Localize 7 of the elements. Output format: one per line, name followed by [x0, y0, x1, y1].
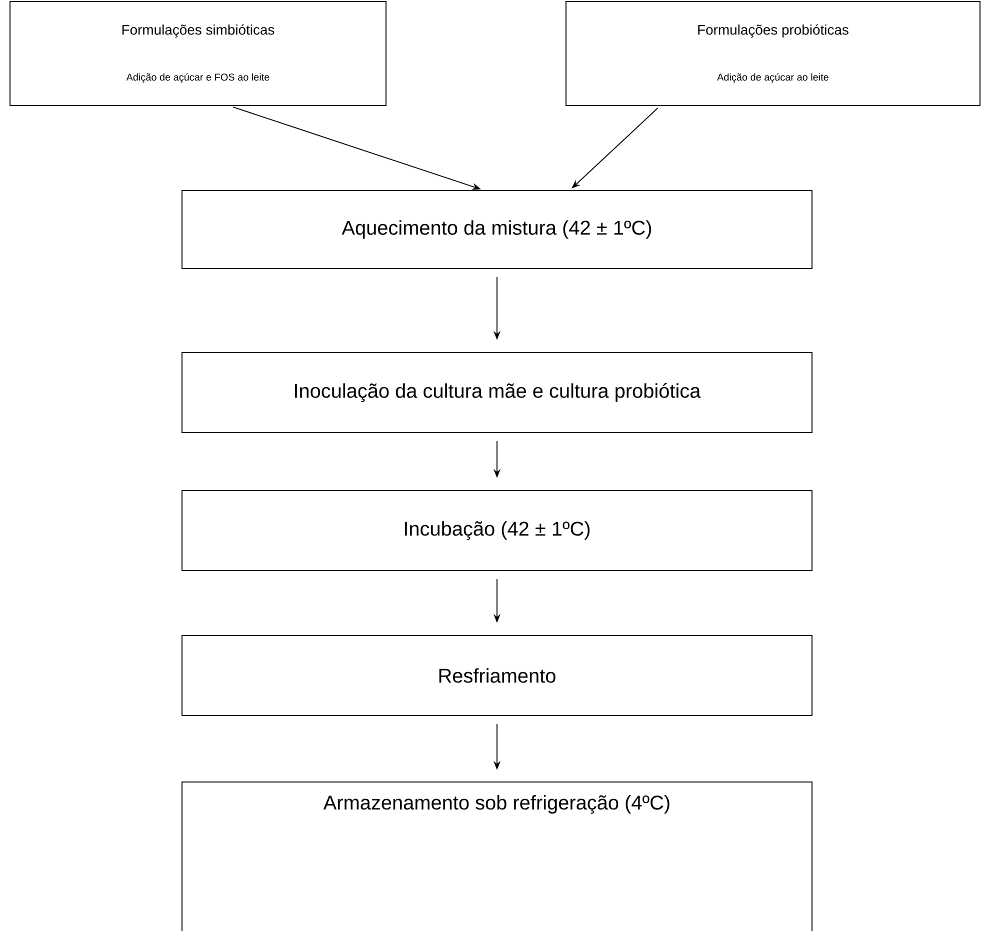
process-box: Inoculação da cultura mãe e cultura probiótica	[182, 352, 812, 433]
process-box: Formulações simbióticas Adição de açúcar e FOS ao leite	[10, 1, 386, 106]
process-box: Incubação (42 ± 1ºC)	[182, 490, 812, 571]
process-box: Formulações probióticas Adição de açúcar ao leite	[566, 1, 980, 106]
process-box: Aquecimento da mistura (42 ± 1ºC)	[182, 190, 812, 269]
process-box: Armazenamento sob refrigeração (4ºC)	[182, 782, 812, 931]
process-box: Resfriamento	[182, 635, 812, 716]
